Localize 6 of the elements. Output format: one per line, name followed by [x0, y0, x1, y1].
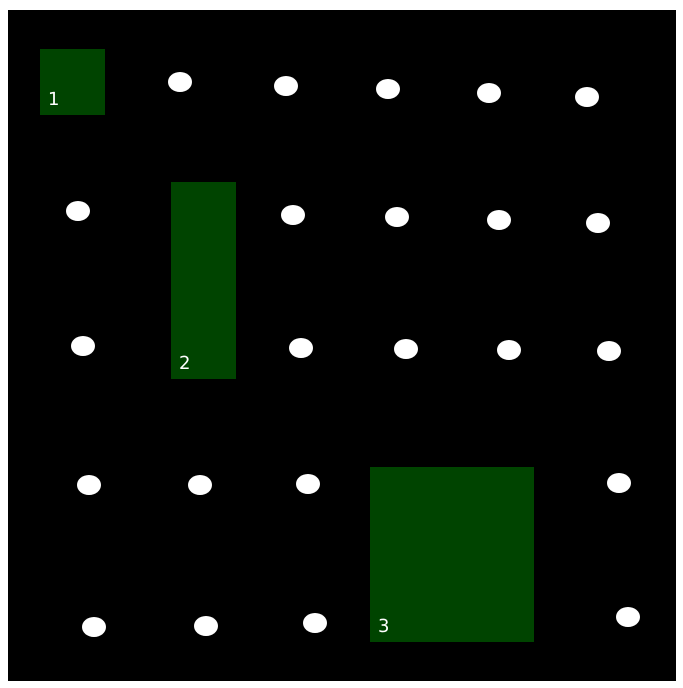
zone-number: 2	[179, 355, 190, 373]
zone-rect	[171, 182, 236, 379]
zone-number: 1	[48, 91, 60, 109]
zone-number: 3	[378, 618, 390, 636]
zone-rect	[40, 49, 105, 115]
zone-rect	[370, 467, 534, 642]
